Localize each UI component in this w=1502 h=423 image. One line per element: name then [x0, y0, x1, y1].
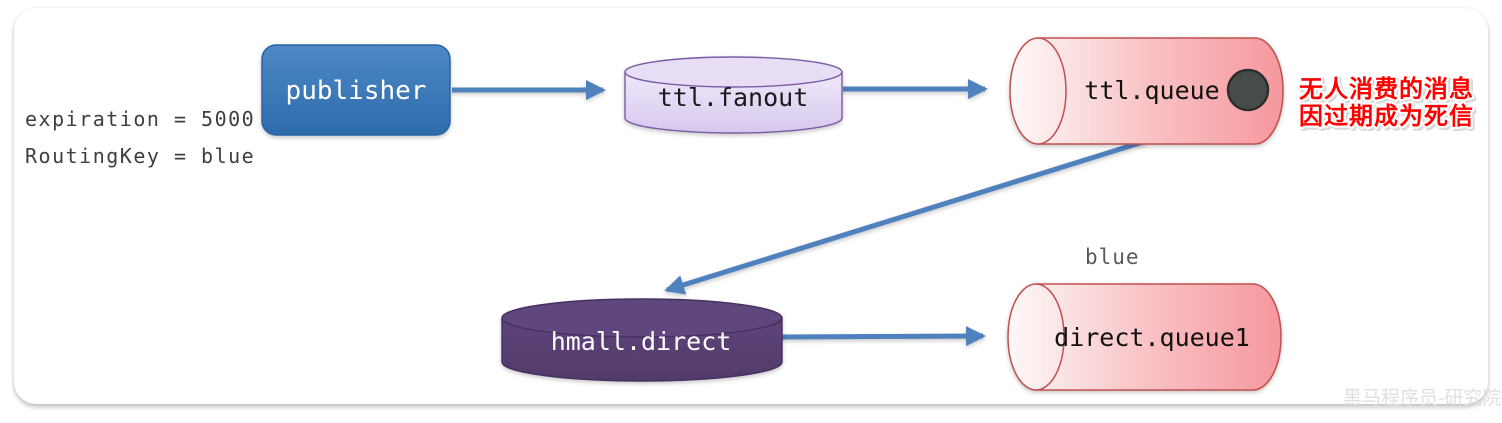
edge-arrows: [452, 79, 1147, 347]
watermark: 黑马程序员-研究院: [1343, 387, 1501, 409]
arrow-hmalldirect-to-directqueue1: [781, 326, 986, 347]
arrow-ttlqueue-to-hmalldirect: [664, 138, 1147, 295]
ttl-queue-label: ttl.queue: [1084, 76, 1219, 105]
ttl-fanout-top: [624, 56, 843, 88]
ttl-queue-node: ttl.queue: [1009, 37, 1284, 145]
message-dot-icon: [1226, 68, 1270, 112]
publisher-box: [261, 44, 451, 136]
routing-key-label: RoutingKey = blue: [25, 144, 255, 168]
ttl-fanout-label: ttl.fanout: [658, 83, 809, 112]
expiration-label: expiration = 5000: [25, 107, 255, 131]
dead-letter-annotation-line2: 因过期成为死信: [1299, 102, 1474, 130]
publisher-node: publisher: [261, 44, 451, 136]
direct-queue1-body: [1035, 283, 1282, 391]
hmall-direct-top: [501, 298, 783, 338]
ttl-fanout-exchange-node: ttl.fanout: [624, 56, 843, 134]
binding-key-label: blue: [1085, 245, 1140, 269]
publisher-label: publisher: [286, 76, 427, 106]
hmall-direct-exchange-node: hmall.direct: [501, 298, 783, 382]
ttl-fanout-body: [624, 71, 843, 134]
ttl-queue-body: [1037, 37, 1284, 145]
direct-queue1-rim: [1007, 283, 1065, 391]
direct-queue1-node: direct.queue1: [1007, 283, 1282, 391]
ttl-queue-rim: [1009, 37, 1067, 145]
direct-queue1-label: direct.queue1: [1054, 323, 1250, 352]
hmall-direct-label: hmall.direct: [551, 327, 732, 356]
dead-letter-annotation: 无人消费的消息 因过期成为死信: [1297, 73, 1476, 133]
dead-letter-annotation-line1: 无人消费的消息: [1299, 75, 1474, 103]
